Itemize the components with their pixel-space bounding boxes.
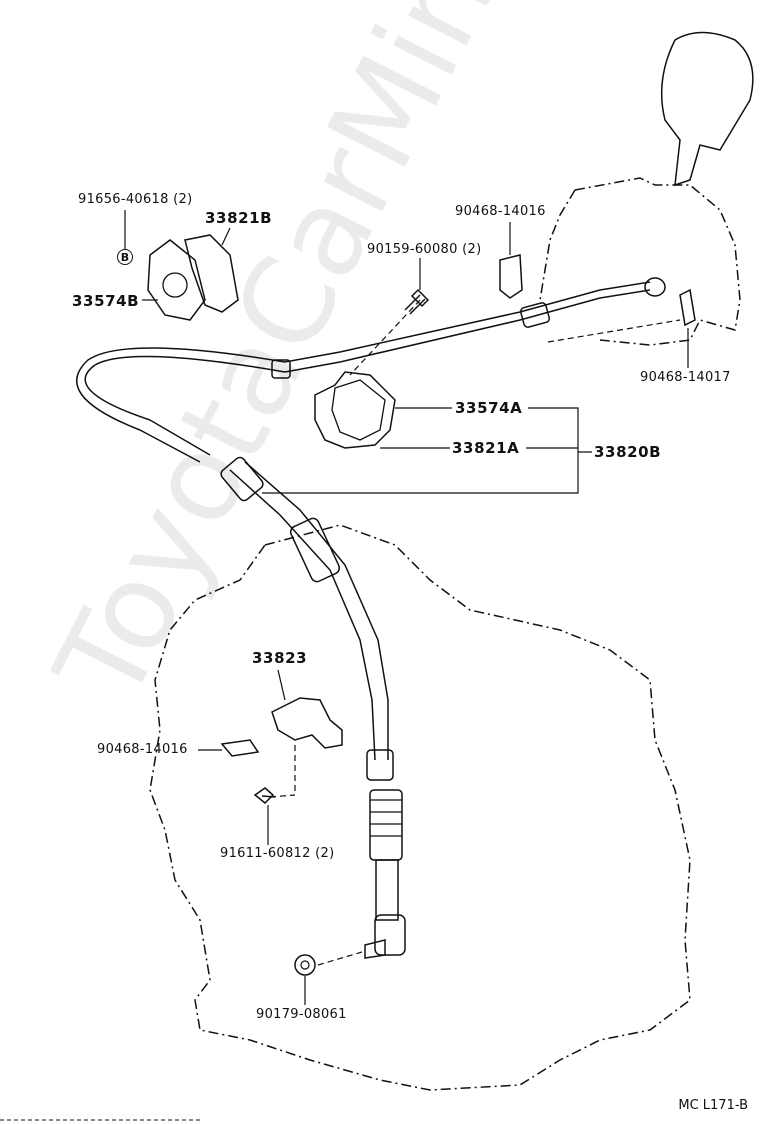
label-90159-60080: 90159-60080 (2)	[367, 242, 482, 257]
label-33821a: 33821A	[452, 439, 520, 457]
bolt-guide-line	[349, 299, 421, 376]
lower-cable-inner	[244, 461, 389, 760]
label-90179-08061: 90179-08061	[256, 1007, 347, 1022]
label-33820b: 33820B	[594, 443, 662, 461]
cable-grommet-upper	[520, 302, 550, 328]
bracket-33823-leader	[277, 669, 286, 701]
shifter-housing-outline	[539, 177, 741, 346]
cable-stud	[364, 939, 386, 959]
bolt-90159	[404, 288, 430, 315]
label-90468-14016-left: 90468-14016	[97, 742, 188, 757]
shift-cable-outer	[84, 289, 651, 456]
plate-33821a	[331, 379, 386, 441]
shifter-guide-line	[547, 319, 681, 343]
mark-b-circle: B	[117, 249, 133, 265]
bracket-33823	[271, 697, 343, 749]
nut-90179	[294, 954, 316, 976]
clip-90468-right	[679, 288, 696, 327]
bracket-33574b-hole	[162, 272, 188, 298]
clip-90468-top	[499, 254, 523, 299]
lower-cable-outer	[229, 469, 376, 761]
bracket-33820b-group	[262, 407, 592, 494]
boot-ribs	[370, 799, 402, 837]
cable-eye-end	[644, 277, 666, 297]
label-90468-14016-top: 90468-14016	[455, 204, 546, 219]
label-33574a: 33574A	[455, 399, 523, 417]
cable-collar	[220, 456, 264, 502]
bracket-33574a	[314, 371, 396, 449]
plate-33821b	[184, 234, 239, 313]
label-33574b: 33574B	[72, 292, 140, 310]
label-90468-14017: 90468-14017	[640, 370, 731, 385]
nut-guide-line	[317, 951, 363, 966]
shift-cable-inner	[76, 281, 651, 463]
cable-sleeve	[289, 517, 341, 583]
cable-end-fitting	[374, 914, 406, 956]
clip-90468-left	[220, 739, 260, 757]
shift-knob	[660, 31, 754, 187]
label-33821b-leader	[221, 227, 231, 246]
cable-ferrule	[366, 749, 394, 781]
cable-clamp-upper	[271, 359, 291, 379]
label-91656-40618: 91656-40618 (2)	[78, 192, 193, 207]
cable-rod	[375, 859, 399, 921]
label-91611-60812: 91611-60812 (2)	[220, 846, 335, 861]
transmission-case-outline	[149, 524, 691, 1091]
drawing-code: MC L171-B	[678, 1098, 748, 1113]
bolt-91611	[253, 787, 276, 805]
nut-90179-hole	[300, 960, 310, 970]
label-33821b: 33821B	[205, 209, 273, 227]
label-33823: 33823	[252, 649, 308, 667]
bracket-33574b	[147, 239, 206, 321]
